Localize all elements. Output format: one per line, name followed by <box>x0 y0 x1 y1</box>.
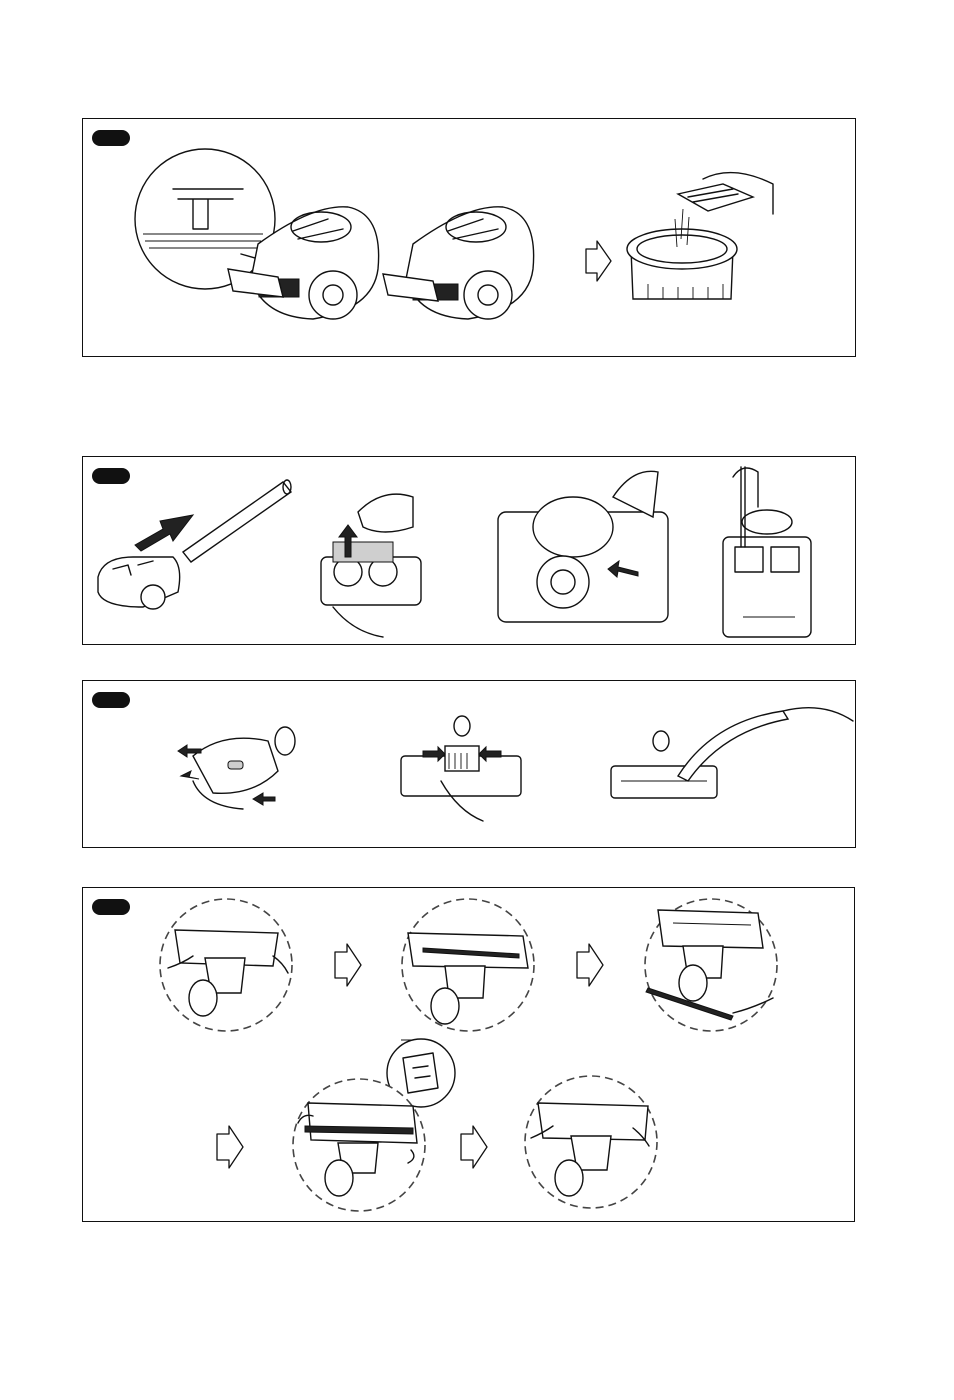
panel-dustbin-emptying <box>82 118 856 357</box>
dustbin-illustrations <box>83 119 857 358</box>
panel-floor-nozzle <box>82 680 856 848</box>
insert-new-brush-bar-detail-icon <box>293 1079 425 1211</box>
outline-right-arrow-icon <box>577 944 603 986</box>
outline-right-arrow-icon <box>461 1126 487 1168</box>
tube-icon <box>183 480 291 562</box>
solid-arrow-icon <box>135 515 193 551</box>
brush-roller-removal-icon <box>321 494 421 637</box>
panel-brush-bar-replacement <box>82 887 855 1222</box>
nozzle-with-hose-icon <box>611 708 853 798</box>
nozzle-front-view-icon <box>401 716 521 821</box>
dust-container-icon <box>678 173 773 214</box>
floor-nozzle-illustrations <box>83 681 857 849</box>
outline-right-arrow-icon <box>586 241 611 281</box>
panel-turbo-brush-cleaning <box>82 456 856 645</box>
screwdriver-hand-icon <box>723 467 811 637</box>
release-clips-detail-icon <box>160 899 292 1031</box>
nozzle-hand-twist-icon <box>178 727 295 809</box>
lift-brush-bar-detail-icon <box>402 899 534 1031</box>
trash-bin-icon <box>627 209 737 299</box>
lock-clips-detail-icon <box>525 1076 657 1208</box>
outline-right-arrow-icon <box>217 1126 243 1168</box>
outline-right-arrow-icon <box>335 944 361 986</box>
vacuum-body-icon <box>383 207 534 319</box>
brush-opened-housing-icon <box>498 471 668 622</box>
turbo-brush-head-icon <box>98 557 180 609</box>
removed-brush-bar-detail-icon <box>645 899 777 1031</box>
turbo-brush-illustrations <box>83 457 857 646</box>
brush-bar-illustrations <box>83 888 856 1223</box>
